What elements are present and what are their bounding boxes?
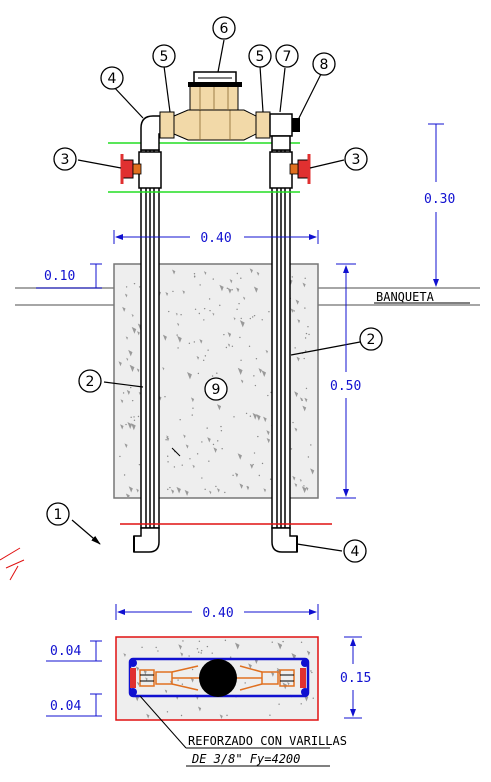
bottom-right-elbow [271, 527, 298, 553]
left-riser-pipe [140, 149, 160, 529]
svg-text:0.40: 0.40 [202, 606, 233, 621]
svg-text:0.10: 0.10 [44, 269, 75, 284]
callout-8: 8 [312, 52, 336, 76]
svg-text:0.15: 0.15 [340, 671, 371, 686]
right-riser-pipe [271, 149, 291, 529]
rebar-note-line2: DE 3/8" Fy=4200 [191, 752, 300, 766]
callout-5-right: 5 [248, 44, 272, 68]
callout-4-bottom: 4 [343, 539, 367, 563]
dim-plan-bottom-cover: 0.04 [46, 693, 102, 717]
callout-2-left: 2 [78, 369, 102, 393]
dim-plan-depth: 0.15 [340, 636, 371, 719]
callout-3-left: 3 [53, 147, 77, 171]
callout-3-right: 3 [344, 147, 368, 171]
svg-text:4: 4 [351, 544, 360, 560]
svg-text:1: 1 [54, 507, 63, 523]
svg-text:5: 5 [256, 49, 265, 65]
cut-off-annotation [0, 547, 25, 581]
svg-text:7: 7 [283, 49, 292, 65]
dim-riser-height: 0.30 [424, 123, 455, 287]
callout-9: 9 [204, 377, 228, 401]
svg-text:8: 8 [320, 57, 329, 73]
callout-5-left: 5 [152, 44, 176, 68]
svg-text:0.30: 0.30 [424, 192, 455, 207]
svg-text:4: 4 [108, 71, 117, 87]
svg-text:0.50: 0.50 [330, 379, 361, 394]
dim-box-depth: 0.50 [330, 263, 361, 499]
left-valve-icon [120, 151, 162, 189]
callout-6: 6 [212, 16, 236, 40]
svg-text:0.04: 0.04 [50, 644, 81, 659]
svg-text:3: 3 [61, 152, 70, 168]
rebar-leader [139, 695, 187, 749]
callout-7: 7 [275, 44, 299, 68]
dim-plan-width: 0.40 [115, 604, 319, 621]
callout-2-right: 2 [359, 327, 383, 351]
sidewalk-label: BANQUETA [376, 290, 435, 304]
water-meter-assembly [140, 71, 300, 151]
callout-leaders [71, 39, 361, 552]
callout-4-top: 4 [100, 66, 124, 90]
svg-text:9: 9 [212, 382, 221, 398]
dim-slab-thickness: 0.10 [36, 263, 102, 289]
svg-text:5: 5 [160, 49, 169, 65]
svg-text:3: 3 [352, 152, 361, 168]
svg-text:2: 2 [86, 374, 95, 390]
dim-plan-top-cover: 0.04 [46, 640, 102, 662]
callout-1: 1 [46, 502, 70, 526]
svg-text:2: 2 [367, 332, 376, 348]
rebar-note-line1: REFORZADO CON VARILLAS [188, 734, 347, 748]
dim-top-width: 0.40 [113, 230, 319, 246]
svg-text:6: 6 [220, 21, 229, 37]
plan-view [115, 636, 319, 721]
svg-text:0.04: 0.04 [50, 699, 81, 714]
bottom-left-elbow [133, 527, 160, 553]
svg-text:0.40: 0.40 [200, 231, 231, 246]
right-valve-icon [269, 151, 311, 189]
